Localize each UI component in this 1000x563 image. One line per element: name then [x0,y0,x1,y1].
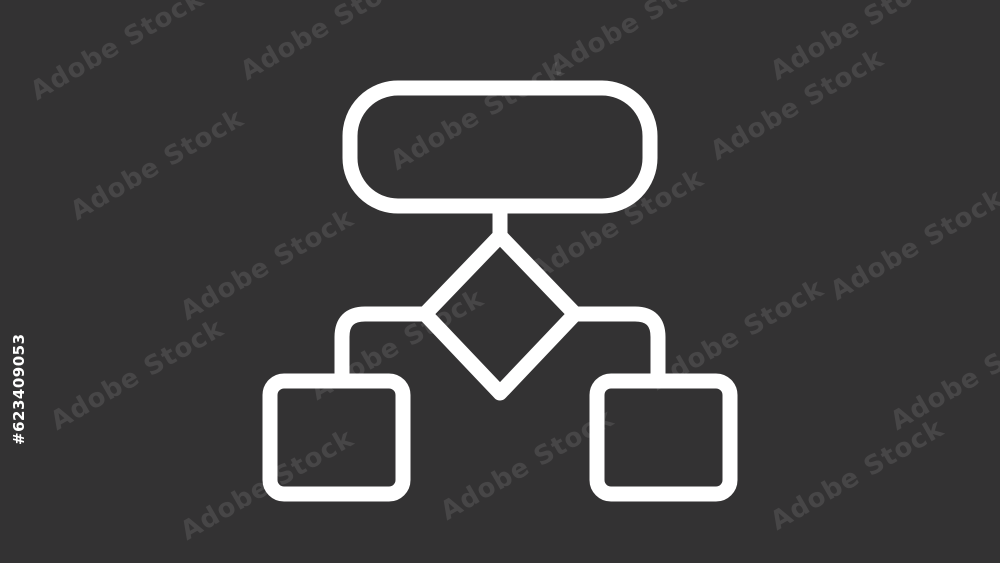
flowchart-right-process-box [589,373,738,502]
flowchart-start-terminal [342,80,658,214]
stock-id-label: #623409053 [10,333,28,445]
flowchart-connector-left [334,306,433,389]
flowchart-connector-right [567,306,666,389]
flowchart-decision-diamond [417,228,583,401]
flowchart-left-process-box [262,373,411,502]
